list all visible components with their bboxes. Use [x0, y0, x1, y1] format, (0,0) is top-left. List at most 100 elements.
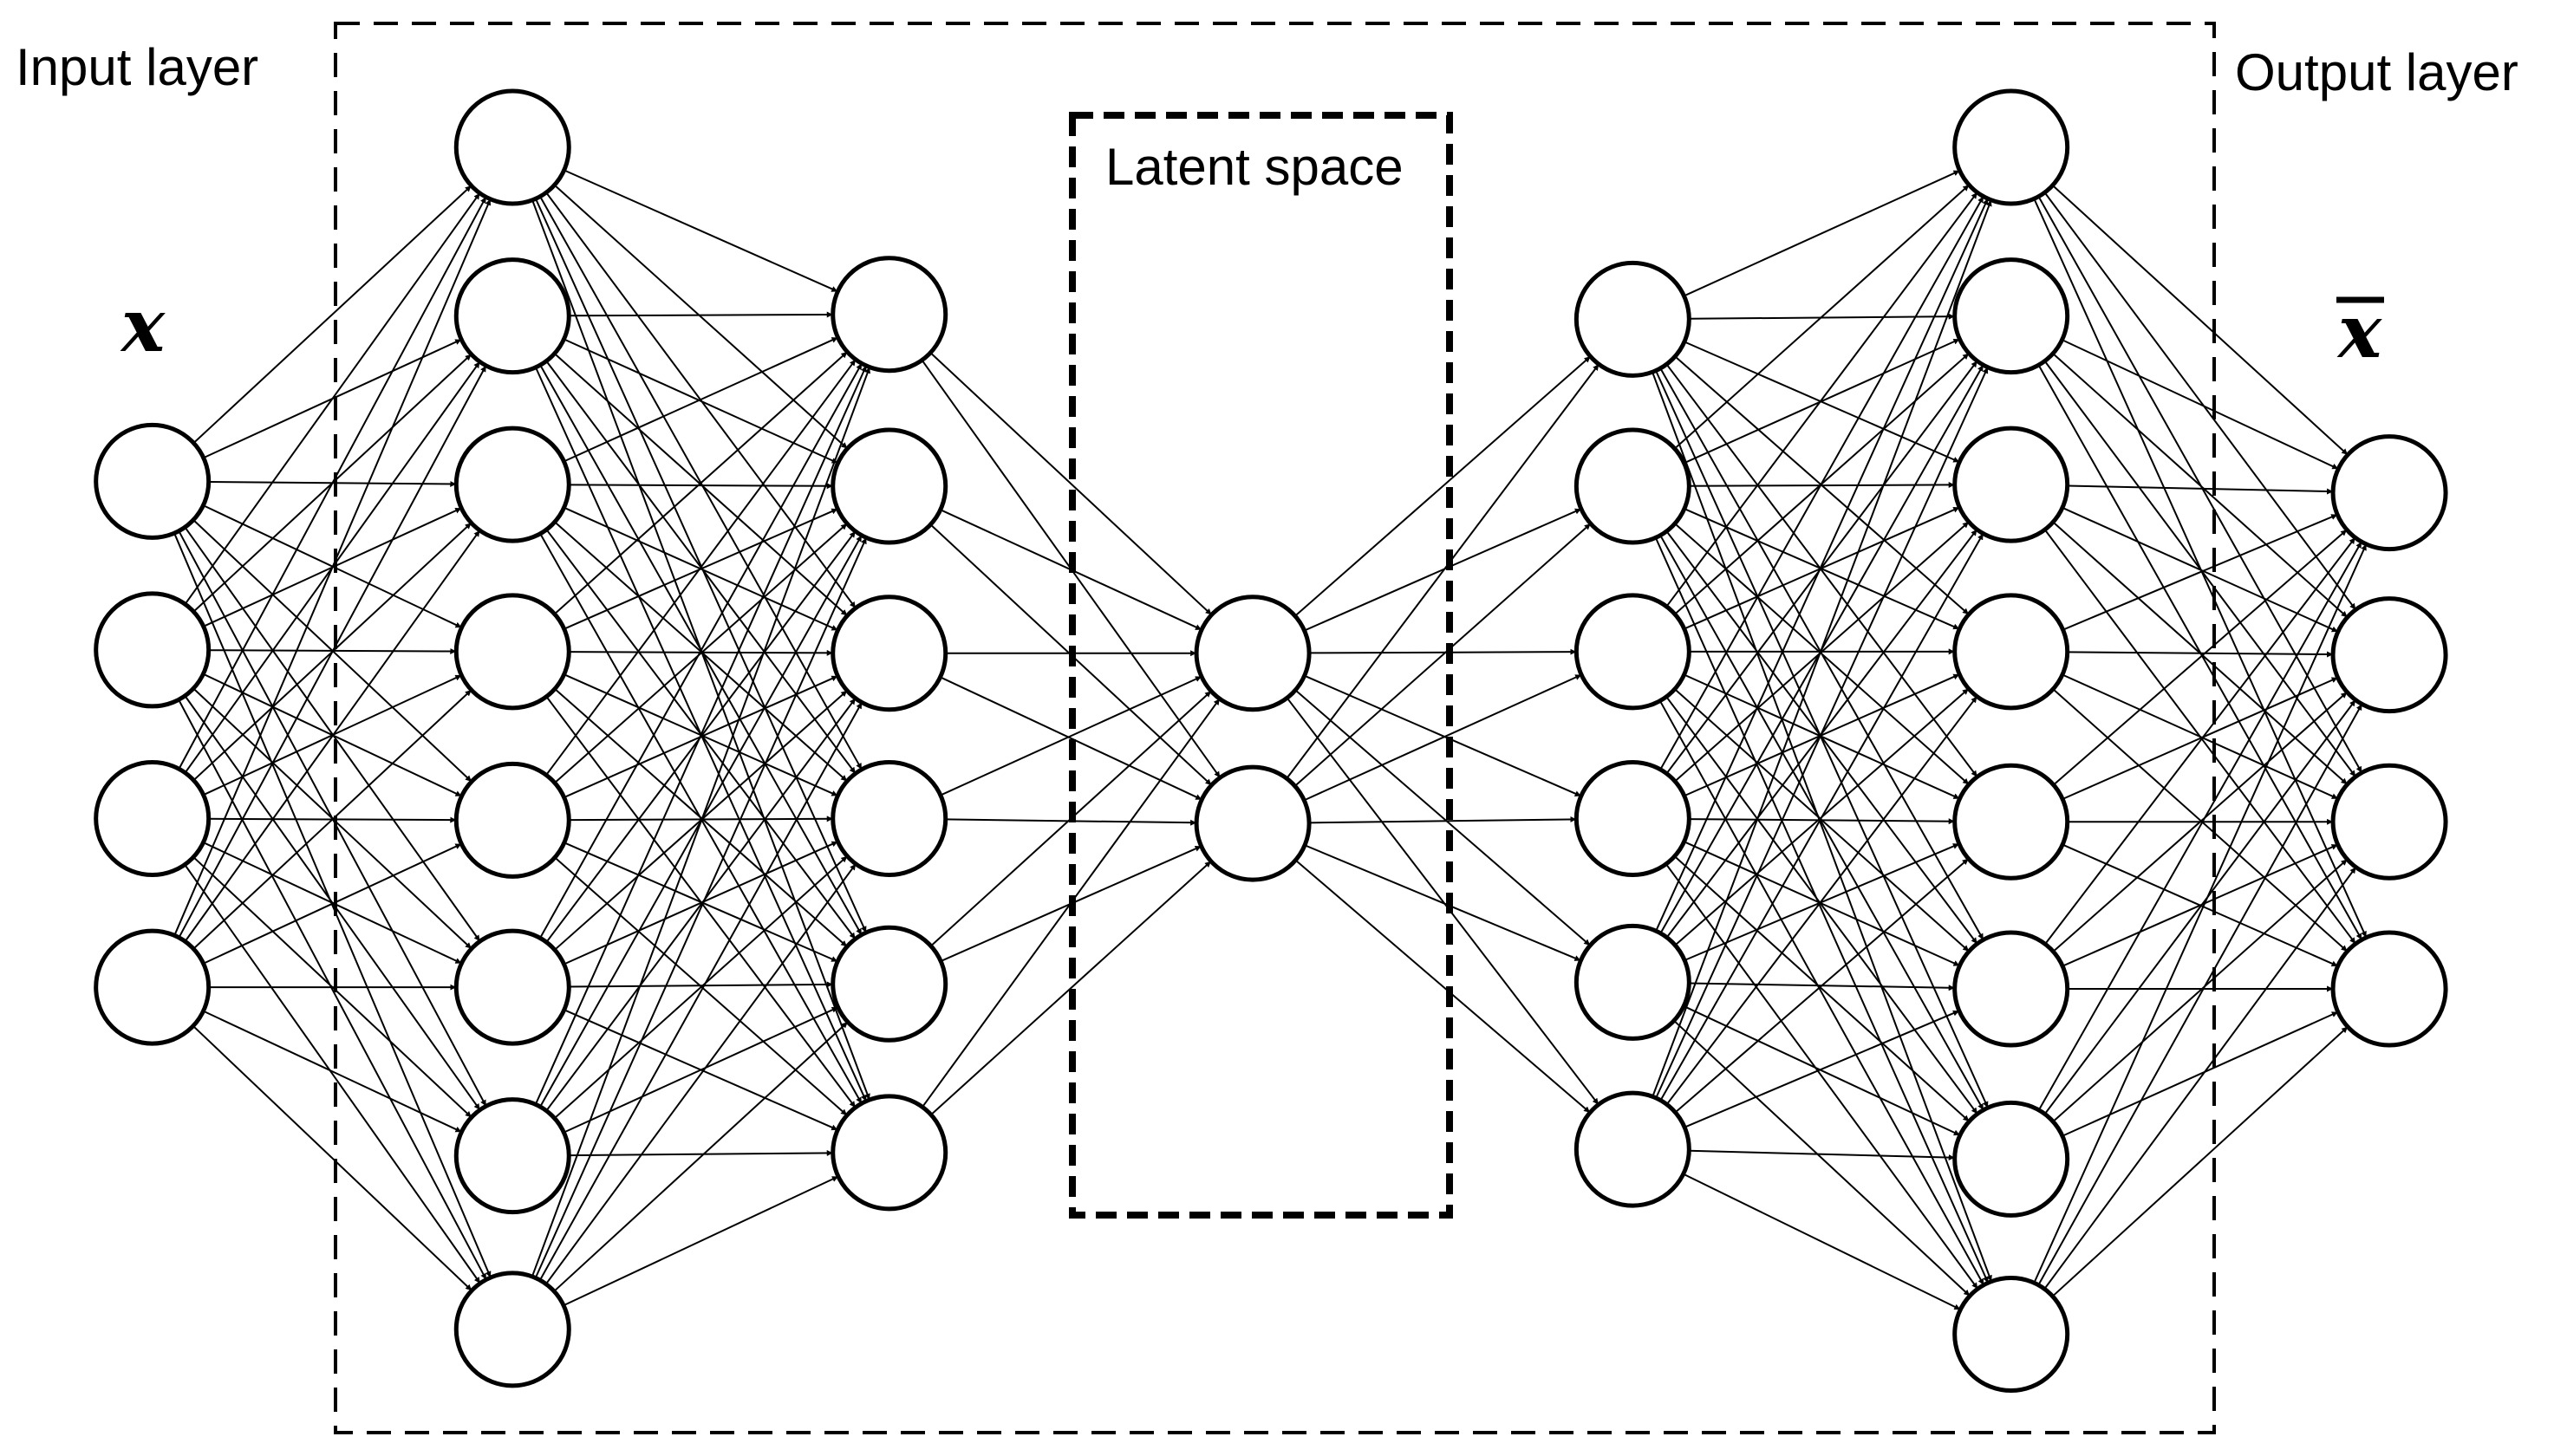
edge-l3-n1-to-l4-n2: [1303, 673, 1582, 802]
edge-l2-n5-to-l3-n1: [930, 861, 1212, 1115]
edge-l5-n7-to-l6-n2: [2043, 866, 2357, 1290]
edge-l1-n3-to-l2-n0: [554, 351, 848, 615]
edge-l1-n7-to-l2-n0: [531, 367, 871, 1277]
node-layer5-3: [1952, 593, 2070, 711]
node-layer4-5: [1573, 1090, 1691, 1208]
edge-l0-n1-to-l1-n0: [184, 192, 481, 605]
input-layer-label: Input layer: [16, 38, 258, 96]
edge-l4-n2-to-l5-n6: [1665, 696, 1978, 1115]
edge-l3-n0-to-l4-n2: [1309, 648, 1577, 655]
edge-l2-n0-to-l3-n0: [929, 352, 1213, 616]
node-layer2-1: [831, 427, 948, 545]
edge-l1-n6-to-l2-n4: [563, 1006, 839, 1134]
node-layer4-4: [1573, 923, 1691, 1041]
edge-l1-n0-to-l2-n1: [553, 184, 849, 450]
edge-l5-n1-to-l6-n1: [2052, 353, 2349, 618]
edge-l5-n3-to-l6-n0: [2062, 513, 2338, 631]
node-layer1-3: [453, 593, 571, 711]
edge-l4-n4-to-l5-n6: [1683, 1005, 1961, 1136]
node-layer4-3: [1573, 760, 1691, 877]
edge-l4-n1-to-l5-n2: [1689, 481, 1955, 488]
edge-l5-n6-to-l6-n0: [2037, 541, 2362, 1111]
edge-l3-n1-to-l4-n1: [1294, 523, 1592, 787]
edge-l0-n3-to-l1-n6: [203, 1010, 462, 1133]
node-layer1-4: [453, 761, 571, 879]
node-layer5-1: [1952, 257, 2070, 375]
edge-l0-n1-to-l1-n7: [178, 699, 487, 1280]
edge-l4-n3-to-l5-n6: [1673, 855, 1971, 1122]
edge-l1-n2-to-l2-n1: [569, 483, 833, 490]
latent-space-box: [1069, 112, 1453, 1219]
edge-l1-n6-to-l2-n5: [569, 1149, 833, 1157]
edge-l5-n5-to-l6-n2: [2062, 843, 2338, 967]
edge-l3-n1-to-l4-n5: [1294, 859, 1591, 1114]
edge-l4-n3-to-l5-n5: [1684, 841, 1960, 967]
node-layer1-7: [453, 1271, 571, 1388]
output-symbol: x: [2336, 289, 2384, 374]
node-layer6-1: [2330, 596, 2448, 714]
edge-l1-n5-to-l2-n0: [539, 362, 863, 939]
edge-l5-n3-to-l6-n2: [2062, 673, 2339, 800]
node-layer0-2: [94, 760, 212, 877]
edge-l3-n0-to-l4-n0: [1294, 355, 1592, 617]
edge-l4-n0-to-l5-n4: [1665, 363, 1978, 777]
node-layer6-0: [2330, 434, 2448, 552]
edge-l1-n0-to-l2-n4: [535, 198, 867, 933]
node-layer0-1: [94, 591, 212, 709]
edge-l4-n2-to-l5-n4: [1684, 673, 1960, 800]
edge-l0-n0-to-l1-n0: [192, 185, 472, 444]
edge-l5-n3-to-l6-n1: [2067, 651, 2334, 658]
edge-l2-n2-to-l3-n1: [940, 676, 1202, 801]
node-layer4-0: [1573, 260, 1691, 378]
edge-l5-n7-to-l6-n3: [2052, 1026, 2349, 1297]
svg-text:x: x: [2336, 289, 2382, 374]
node-layer1-5: [453, 928, 571, 1046]
edge-l5-n6-to-l6-n1: [2043, 699, 2356, 1115]
edge-l1-n7-to-l2-n4: [553, 1021, 849, 1292]
node-layer4-1: [1573, 427, 1691, 545]
node-layer5-0: [1952, 88, 2070, 206]
edge-l4-n4-to-l5-n0: [1655, 198, 1989, 932]
edge-l1-n5-to-l2-n4: [569, 981, 833, 988]
input-symbol: x: [120, 283, 166, 368]
edge-l4-n3-to-l5-n7: [1665, 863, 1979, 1290]
edge-l4-n1-to-l5-n1: [1684, 338, 1960, 465]
edge-l4-n0-to-l5-n7: [1652, 371, 1992, 1282]
node-layer1-1: [453, 257, 571, 375]
edge-l1-n4-to-l2-n0: [545, 359, 857, 776]
edge-l4-n0-to-l5-n6: [1655, 370, 1989, 1108]
edge-l0-n0-to-l1-n7: [173, 532, 492, 1278]
edge-l5-n7-to-l6-n1: [2037, 703, 2363, 1286]
edge-l0-n2-to-l1-n0: [178, 196, 487, 770]
edge-l4-n5-to-l5-n6: [1689, 1149, 1955, 1161]
edge-l4-n1-to-l5-n4: [1674, 523, 1970, 785]
node-layer2-5: [831, 1094, 948, 1212]
node-layer0-0: [94, 422, 212, 540]
edge-l0-n3-to-l1-n3: [192, 689, 472, 950]
edge-l4-n4-to-l5-n7: [1673, 1019, 1971, 1297]
edge-l4-n3-to-l5-n0: [1659, 196, 1984, 770]
edge-l4-n5-to-l5-n0: [1652, 199, 1992, 1097]
edge-l3-n0-to-l4-n1: [1304, 508, 1582, 632]
node-layer5-7: [1952, 1276, 2070, 1394]
edge-l0-n3-to-l1-n0: [173, 198, 492, 936]
edge-l5-n0-to-l6-n1: [2043, 192, 2357, 611]
edge-l3-n0-to-l4-n3: [1304, 674, 1582, 797]
edge-l4-n3-to-l5-n2: [1674, 521, 1970, 783]
node-layer4-2: [1573, 593, 1691, 711]
encoder-decoder-region-box: [334, 22, 2216, 1434]
node-layer2-0: [831, 256, 948, 374]
nodes: [94, 88, 2448, 1394]
edge-l4-n1-to-l5-n0: [1674, 184, 1970, 450]
edge-l1-n3-to-l2-n1: [564, 508, 838, 630]
edge-l4-n1-to-l5-n6: [1659, 535, 1984, 1111]
edge-l1-n1-to-l2-n1: [564, 338, 838, 465]
edge-l1-n6-to-l2-n0: [534, 365, 868, 1105]
node-layer5-5: [1952, 930, 2070, 1048]
edge-l0-n3-to-l1-n7: [192, 1025, 472, 1291]
node-layer6-2: [2330, 763, 2448, 881]
edge-l4-n2-to-l5-n0: [1665, 192, 1978, 608]
edge-l5-n4-to-l6-n0: [2053, 529, 2348, 786]
edge-l4-n5-to-l5-n3: [1665, 695, 1978, 1105]
